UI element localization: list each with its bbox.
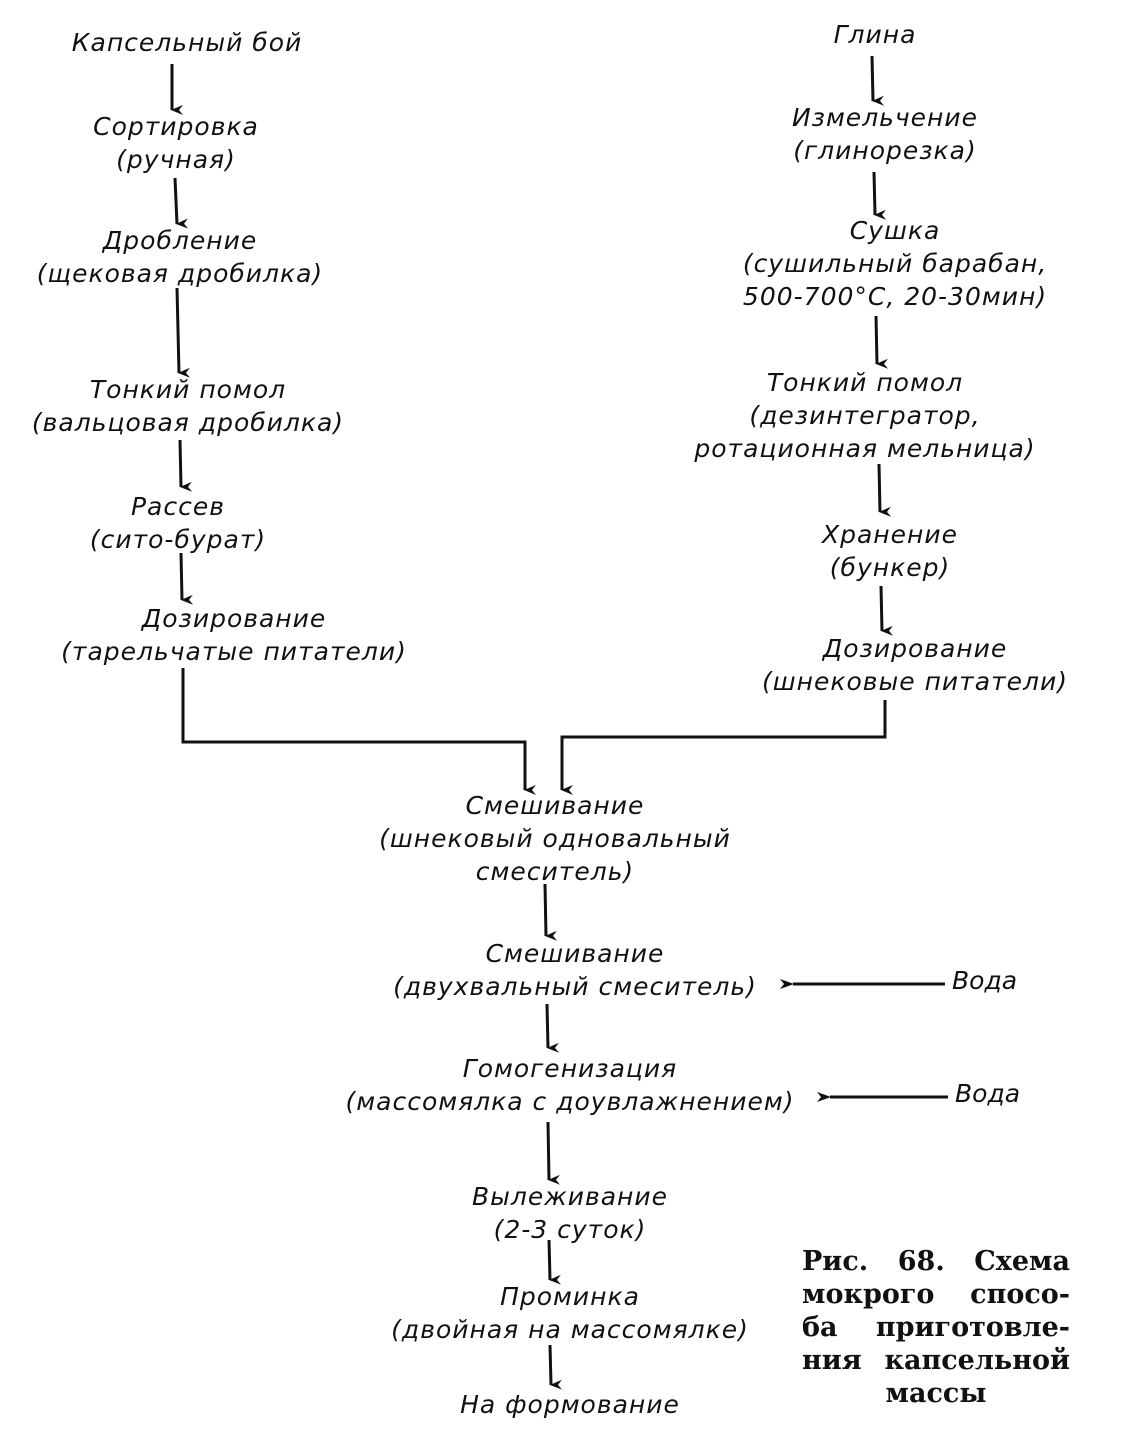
arrow-left-5 [179, 552, 194, 605]
step-center-prominka: Проминка (двойная на массомялке) [391, 1282, 749, 1344]
arrow-right-4 [877, 463, 892, 517]
arrow-right-5 [879, 585, 894, 636]
figure-caption: Рис. 68. Схема мокрого спосо- ба пригото… [802, 1246, 1070, 1409]
step-center-vylezhivanie: Вылеживание (2-3 суток) [471, 1182, 669, 1244]
step-center-smeshivanie-2: Смешивание (двухвальный смеситель) [393, 939, 757, 1001]
step-left-dozirovanie: Дозирование (тарельчатые питатели) [61, 604, 407, 666]
arrow-center-4 [547, 1239, 562, 1285]
step-center-na-formovanie: На формование [460, 1390, 680, 1419]
step-left-rassev: Рассев (сито-бурат) [89, 492, 267, 554]
connector-left-to-mix [181, 668, 536, 795]
step-center-gomogenizatsiya: Гомогенизация (массомялка с доувлажнение… [345, 1054, 795, 1116]
arrow-right-1 [870, 55, 885, 106]
step-left-tonky-pomol: Тонкий помол (вальцовая дробилка) [31, 375, 345, 437]
arrow-center-1 [543, 883, 558, 941]
arrow-center-2 [545, 1003, 560, 1053]
step-left-sortirovka: Сортировка (ручная) [93, 112, 259, 174]
step-right-glina: Глина [833, 20, 917, 49]
step-right-sushka: Сушка (сушильный барабан, 500-700°C, 20-… [742, 216, 1048, 311]
step-right-hranenie: Хранение (бункер) [821, 520, 958, 582]
step-left-kapselny-boy: Капсельный бой [71, 28, 303, 57]
connector-right-to-mix [560, 700, 887, 795]
arrow-center-5 [548, 1344, 563, 1390]
step-right-izmelchenie: Измельчение (глинорезка) [791, 103, 979, 165]
arrow-center-3 [546, 1121, 561, 1185]
step-right-dozirovanie: Дозирование (шнековые питатели) [762, 634, 1068, 696]
step-center-smeshivanie-1: Смешивание (шнековый одновальный смесите… [379, 791, 731, 886]
arrow-left-4 [178, 439, 193, 492]
arrow-left-3 [175, 287, 191, 378]
arrow-right-2 [872, 171, 887, 220]
arrow-left-2 [173, 177, 189, 229]
step-left-droblenie: Дробление (щековая дробилка) [36, 226, 324, 288]
water-input-2: Вода [955, 1079, 1021, 1108]
step-right-tonky-pomol: Тонкий помол (дезинтегратор, ротационная… [694, 368, 1036, 463]
arrow-right-3 [874, 315, 889, 369]
water-input-1: Вода [952, 966, 1018, 995]
